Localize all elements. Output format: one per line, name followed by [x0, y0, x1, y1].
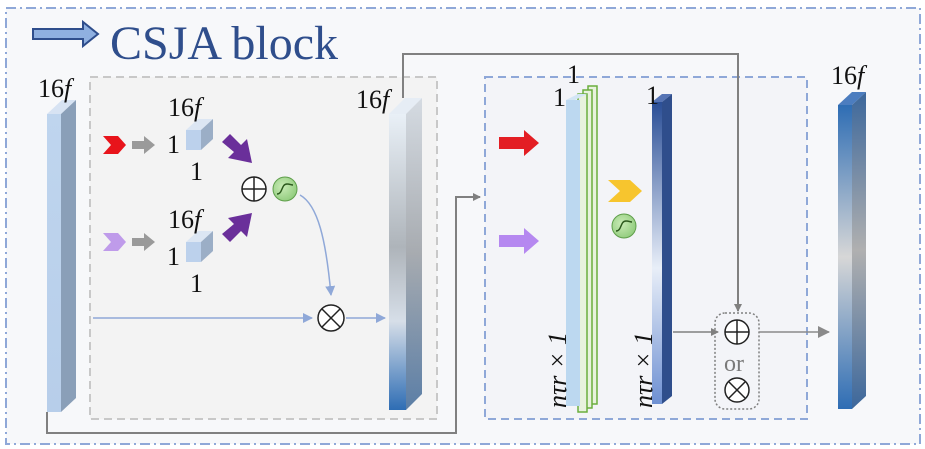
- stack-width-label: 1: [567, 60, 580, 89]
- yellow-chevron-icon: [608, 180, 642, 202]
- op-selector-box: [714, 312, 760, 410]
- output-dim-label: 16f: [831, 61, 868, 90]
- sigmoid-to-multiply-connector: [299, 194, 336, 296]
- purple-arrow-icon: [222, 134, 252, 163]
- branch1-height-label: 1: [167, 130, 180, 159]
- residual-skip-connector: [402, 53, 742, 312]
- bar-width-label: 1: [646, 81, 659, 110]
- or-label: or: [724, 351, 744, 377]
- branch2-cube: [186, 231, 213, 262]
- purple-arrow-icon: [222, 213, 252, 242]
- input-dim-label: 16f: [38, 74, 75, 103]
- input-to-channel-connector: [46, 193, 481, 434]
- branch2-height-label: 1: [167, 242, 180, 271]
- mid-feature-map: [389, 98, 422, 410]
- branch1-width-label: 1: [190, 157, 203, 186]
- red-arrow-icon: [499, 130, 539, 156]
- block-title: CSJA block: [110, 17, 338, 70]
- gray-arrow-icon: [132, 233, 155, 251]
- violet-arrow-icon: [499, 228, 539, 254]
- branch1-dim-label: 16f: [168, 93, 205, 122]
- circle-plus-icon: [724, 319, 750, 345]
- input-feature-map: [47, 100, 76, 412]
- channel-branch-box: [484, 76, 808, 420]
- mid-dim-label: 16f: [356, 85, 393, 114]
- circle-plus-icon: [241, 176, 267, 202]
- title-arrow-icon: [32, 19, 100, 49]
- stack-length-label: nτr × 1: [543, 332, 572, 408]
- branch2-dim-label: 16f: [168, 205, 205, 234]
- sigmoid-icon: [611, 213, 637, 239]
- circle-times-icon: [317, 304, 345, 332]
- channel-attention-bar: [652, 94, 672, 404]
- spatial-branch-box: [89, 76, 438, 420]
- lilac-chevron-icon: [103, 233, 126, 251]
- bar-length-label: nτr × 1: [629, 332, 658, 408]
- gray-arrow-icon: [132, 136, 155, 154]
- output-feature-map: [838, 92, 866, 409]
- circle-times-icon: [724, 377, 750, 403]
- red-chevron-icon: [103, 136, 126, 154]
- channel-vector-stack: [566, 85, 598, 413]
- stack-height-label: 1: [553, 83, 566, 112]
- sigmoid-icon: [272, 176, 298, 202]
- branch1-cube: [186, 119, 213, 150]
- branch2-width-label: 1: [190, 269, 203, 298]
